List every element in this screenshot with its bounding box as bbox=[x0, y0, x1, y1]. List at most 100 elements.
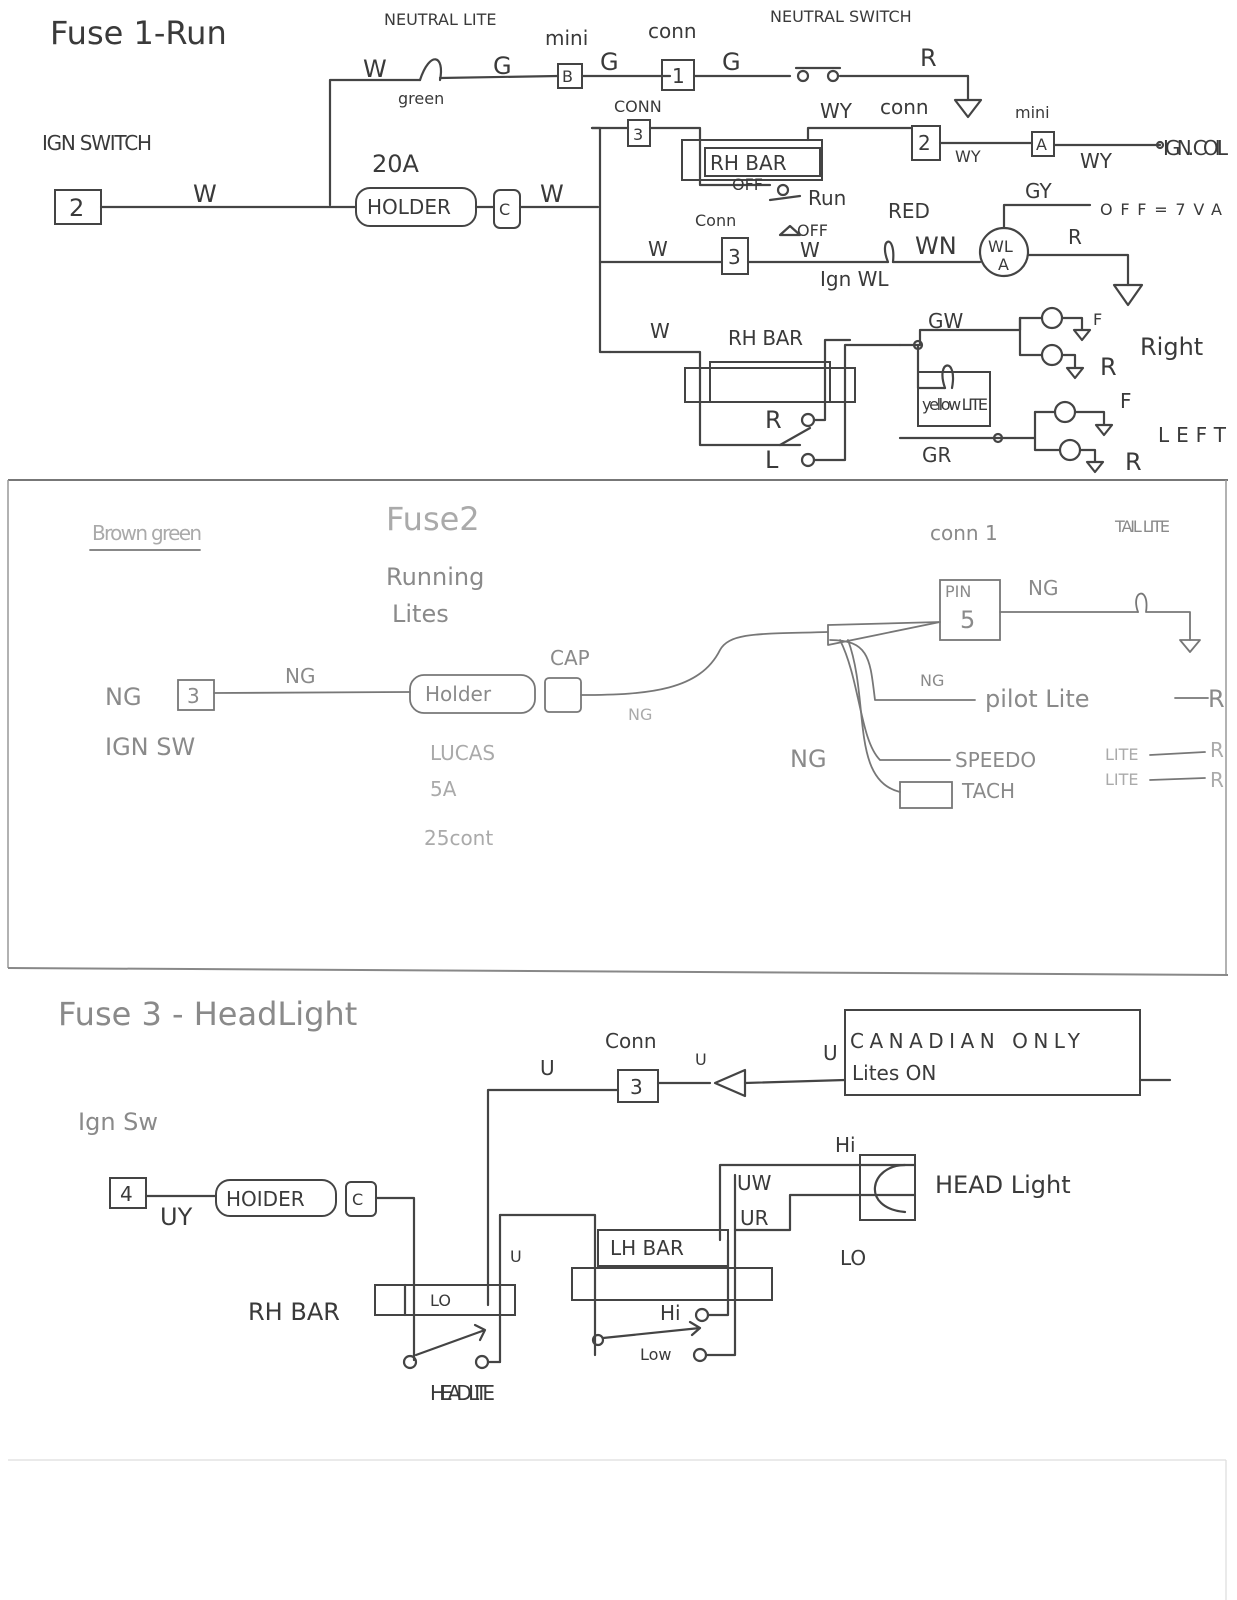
gy-label: GY bbox=[1025, 179, 1053, 203]
right-r-label: R bbox=[1100, 353, 1117, 381]
wire-g-label-2: G bbox=[600, 48, 619, 76]
lites-on-label: Lites ON bbox=[852, 1061, 936, 1085]
wire-w-wl-1: W bbox=[648, 237, 668, 261]
fuse2-cap-label: CAP bbox=[550, 646, 590, 670]
gr-label: GR bbox=[922, 443, 951, 467]
mini-right-label: mini bbox=[1015, 103, 1050, 122]
wire-green-a bbox=[438, 74, 560, 80]
conn-3-wl-label: 3 bbox=[728, 245, 741, 269]
fuse2-holder-label: Holder bbox=[425, 682, 492, 706]
conn1-label: conn 1 bbox=[930, 521, 998, 545]
speedo-label: SPEEDO bbox=[955, 748, 1036, 772]
pilot-lite-wire bbox=[829, 639, 976, 701]
fuse2-title-1: Fuse2 bbox=[386, 500, 480, 538]
speedo-r-wire bbox=[1149, 751, 1206, 756]
wire-w-wl-2: W bbox=[800, 238, 820, 262]
rh-bar-top-inner bbox=[704, 147, 821, 177]
ign-switch-label: IGN SWITCH bbox=[42, 131, 152, 155]
rh-bar-contact-a bbox=[402, 1354, 418, 1370]
l-turn-contact bbox=[800, 452, 816, 468]
pilot-r-label: R bbox=[1208, 685, 1225, 713]
rh-bar-lo-label: LO bbox=[430, 1291, 451, 1310]
gw-label: GW bbox=[928, 309, 963, 333]
wire-w-label-top: W bbox=[363, 55, 387, 83]
fuse3-cap-label: C bbox=[352, 1190, 363, 1209]
r-turn-label: R bbox=[765, 406, 782, 434]
neutral-switch-contact-b bbox=[826, 69, 840, 83]
u-label-vert: U bbox=[510, 1247, 522, 1266]
wl-a-label: A bbox=[998, 255, 1009, 274]
hi-label: Hi bbox=[835, 1133, 856, 1157]
ign-to-holder2-wire bbox=[213, 691, 411, 694]
uw-label: UW bbox=[737, 1171, 772, 1195]
fuse2-title-2: Running bbox=[386, 563, 484, 591]
canadian-only-box bbox=[844, 1009, 1141, 1096]
off-contact bbox=[778, 224, 802, 237]
run-contact bbox=[776, 183, 790, 197]
run-switch-arm bbox=[768, 194, 802, 202]
lh-bar-pivot bbox=[591, 1333, 605, 1347]
lh-bar bbox=[571, 1267, 773, 1301]
fuse2-title-3: Lites bbox=[392, 600, 449, 628]
rh-bar-label-3: RH BAR bbox=[248, 1298, 340, 1326]
fuse3-conn-3-label: 3 bbox=[630, 1075, 643, 1099]
neutral-lite-label: NEUTRAL LITE bbox=[384, 10, 497, 29]
tach-wire bbox=[847, 639, 901, 793]
right-rear-ground bbox=[1060, 353, 1085, 380]
ground-wl bbox=[1112, 283, 1144, 307]
wy-label-1: WY bbox=[820, 99, 853, 123]
conn-3-label: 3 bbox=[633, 125, 643, 144]
coil-terminal bbox=[1155, 140, 1165, 150]
r-return-wire bbox=[812, 338, 852, 422]
tach-lite-label: LITE bbox=[1105, 770, 1139, 789]
hi-return bbox=[706, 1238, 730, 1317]
off-label-top: OFF bbox=[732, 175, 763, 194]
ign-sw-label-3: Ign Sw bbox=[78, 1108, 158, 1136]
wn-label: WN bbox=[915, 232, 957, 260]
conn-1-label: 1 bbox=[672, 64, 685, 88]
tach-r-label: R bbox=[1210, 768, 1224, 792]
fuse3-conn-3-box bbox=[617, 1069, 659, 1103]
fuse2-section: Brown green Fuse2 Running Lites conn 1 T… bbox=[89, 500, 1225, 850]
right-label: Right bbox=[1140, 333, 1203, 361]
pin5-label: 5 bbox=[960, 606, 975, 634]
fuse1-bus-wire bbox=[590, 126, 612, 354]
rh-bar-3 bbox=[374, 1284, 516, 1316]
rh-bar-top bbox=[681, 139, 823, 181]
u-to-lhbar-wire bbox=[498, 1213, 597, 1357]
u-top-wire bbox=[486, 1088, 620, 1307]
red-bulb bbox=[883, 240, 895, 264]
low-return bbox=[704, 1173, 737, 1357]
fuse3-title: Fuse 3 - HeadLight bbox=[58, 995, 357, 1033]
amp-5a-label: 5A bbox=[430, 777, 457, 801]
head-lite-label: HEAD LITE bbox=[430, 1381, 495, 1405]
left-front-bulb bbox=[1053, 400, 1077, 424]
right-front-ground bbox=[1060, 316, 1092, 342]
speedo-r-label: R bbox=[1210, 738, 1224, 762]
ign-sw-box-3 bbox=[177, 679, 215, 711]
right-f-label: F bbox=[1093, 310, 1102, 329]
yellow-lite-bulb bbox=[941, 364, 955, 390]
tail-lite-bulb bbox=[1135, 592, 1191, 641]
low-label: Low bbox=[640, 1345, 672, 1364]
fuse1-title: Fuse 1-Run bbox=[50, 14, 227, 52]
wl-r-wire bbox=[1026, 253, 1130, 287]
mini-top-label: mini bbox=[545, 26, 588, 50]
low-contact bbox=[692, 1347, 708, 1363]
left-label: LEFT bbox=[1158, 423, 1227, 447]
ign-sw-label-2: IGN SW bbox=[105, 733, 195, 761]
ign-sw-box-3-label: 3 bbox=[187, 684, 200, 708]
right-front-bulb bbox=[1040, 306, 1064, 330]
ng-label-pilot: NG bbox=[920, 671, 944, 690]
u-label-mid: U bbox=[695, 1050, 707, 1069]
r-turn-contact bbox=[800, 412, 816, 428]
off-7va-label: OFF=7VA bbox=[1100, 200, 1222, 219]
hi-contact bbox=[694, 1307, 710, 1323]
ur-label: UR bbox=[740, 1206, 769, 1230]
conn-wl-label: Conn bbox=[695, 211, 736, 230]
ign-wl-label: Ign WL bbox=[820, 267, 889, 291]
tach-label: TACH bbox=[961, 779, 1015, 803]
diode-to-canadian bbox=[743, 1078, 847, 1085]
right-rear-wire bbox=[1018, 316, 1044, 357]
conn-2-label: 2 bbox=[918, 131, 931, 155]
